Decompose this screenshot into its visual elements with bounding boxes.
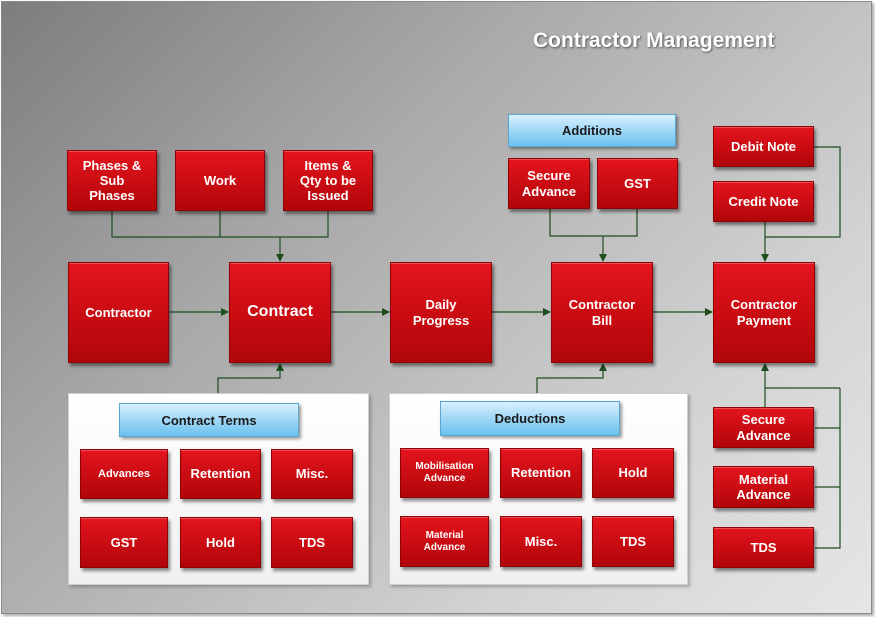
deductions-material-advance-box[interactable]: Material Advance [400, 516, 489, 567]
daily-progress-box[interactable]: Daily Progress [390, 262, 492, 363]
deductions-header[interactable]: Deductions [440, 401, 620, 436]
additions-secure-advance-box[interactable]: Secure Advance [508, 158, 590, 209]
deductions-retention-box[interactable]: Retention [500, 448, 582, 498]
debit-note-box[interactable]: Debit Note [713, 126, 814, 167]
connector-secure-advance-to-bill [549, 209, 603, 237]
contractor-payment-box[interactable]: Contractor Payment [713, 262, 815, 363]
terms-misc-box[interactable]: Misc. [271, 449, 353, 499]
connector-phases-to-contract [111, 211, 280, 238]
terms-gst-box[interactable]: GST [80, 517, 168, 568]
credit-note-box[interactable]: Credit Note [713, 181, 814, 222]
connector-deductions-to-bill [536, 363, 607, 393]
contractor-bill-box[interactable]: Contractor Bill [551, 262, 653, 363]
contractor-box[interactable]: Contractor [68, 262, 169, 363]
connector-items-to-contract [280, 211, 329, 238]
terms-advances-box[interactable]: Advances [80, 449, 168, 499]
contract-terms-header[interactable]: Contract Terms [119, 403, 299, 437]
work-box[interactable]: Work [175, 150, 265, 211]
deductions-misc-box[interactable]: Misc. [500, 516, 582, 567]
deductions-hold-box[interactable]: Hold [592, 448, 674, 498]
connector-payment-deductions-bus [815, 388, 841, 549]
additions-gst-box[interactable]: GST [597, 158, 678, 209]
terms-retention-box[interactable]: Retention [180, 449, 261, 499]
deductions-tds-box[interactable]: TDS [592, 516, 674, 567]
terms-tds-box[interactable]: TDS [271, 517, 353, 568]
connector-gst-to-bill [603, 209, 638, 237]
connector-terms-to-contract [217, 363, 284, 393]
diagram-title: Contractor Management [533, 29, 775, 52]
payment-tds-box[interactable]: TDS [713, 527, 814, 568]
payment-secure-advance-box[interactable]: Secure Advance [713, 407, 814, 448]
additions-header[interactable]: Additions [508, 114, 676, 147]
connector-debit-note-to-payment [765, 146, 841, 238]
phases-sub-phases-box[interactable]: Phases & Sub Phases [67, 150, 157, 211]
items-qty-box[interactable]: Items & Qty to be Issued [283, 150, 373, 211]
payment-material-advance-box[interactable]: Material Advance [713, 466, 814, 508]
contract-box[interactable]: Contract [229, 262, 331, 363]
terms-hold-box[interactable]: Hold [180, 517, 261, 568]
deductions-mobilisation-advance-box[interactable]: Mobilisation Advance [400, 448, 489, 498]
